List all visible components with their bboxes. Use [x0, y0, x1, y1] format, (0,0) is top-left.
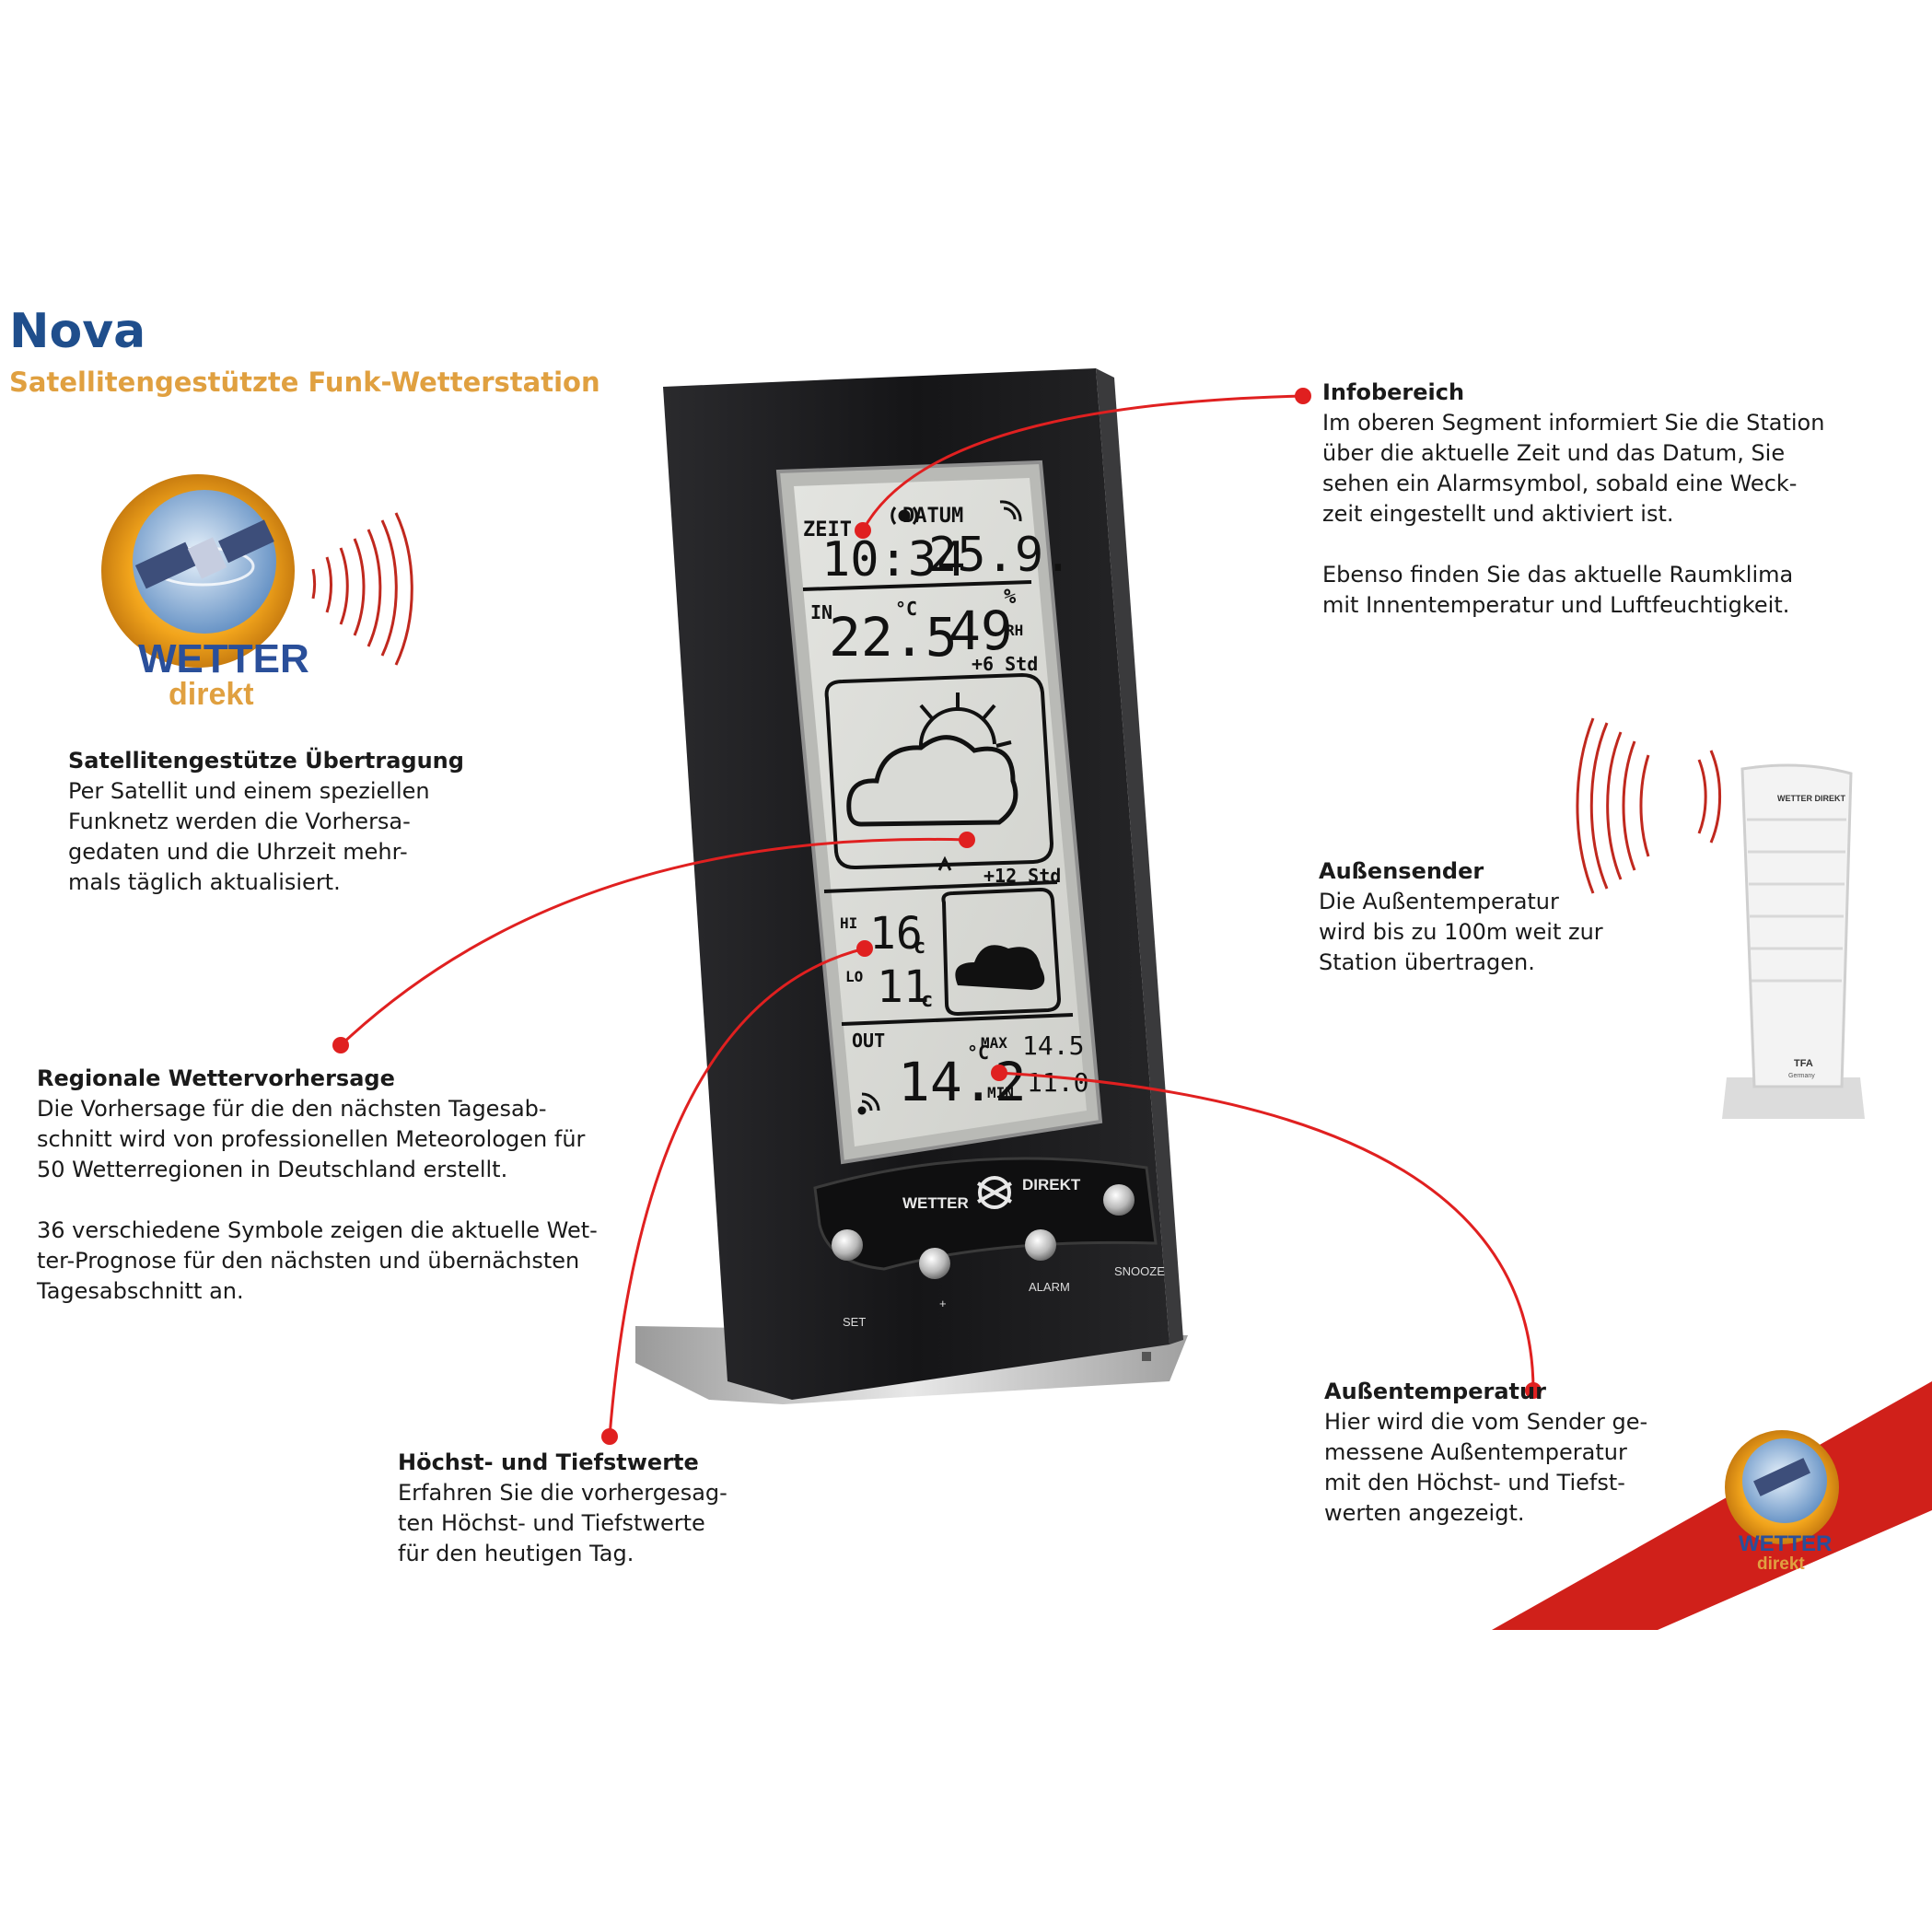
sensor-maker: TFA — [1794, 1058, 1813, 1069]
callout-satellit: Satellitengestütze Übertragung Per Satel… — [68, 746, 547, 898]
wetter-direkt-logo-small — [1725, 1430, 1839, 1544]
device-button-alarm[interactable] — [1025, 1229, 1056, 1261]
lcd-out-unit: °C — [967, 1042, 989, 1064]
lcd-datum-label: DATUM — [902, 505, 963, 528]
callout-aussensender: Außensender Die Außentemperatur wird bis… — [1319, 856, 1687, 978]
callout-regional-head: Regionale Wettervorhersage — [37, 1065, 395, 1091]
lcd-humidity: 49 — [949, 599, 1013, 662]
lcd-hi-unit: c — [914, 936, 925, 959]
callout-aussentemp-head: Außentemperatur — [1324, 1379, 1546, 1404]
lcd-rh: RH — [1006, 622, 1023, 639]
callout-aussentemp: Außentemperatur Hier wird die vom Sender… — [1324, 1377, 1711, 1529]
lcd-plus12: +12 Std — [983, 865, 1061, 887]
device-label-set: SET — [843, 1315, 866, 1329]
callout-hoechst-body: Erfahren Sie die vorhergesag- ten Höchst… — [398, 1480, 727, 1566]
device-button-panel — [813, 1157, 1158, 1271]
page-subtitle: Satellitengestützte Funk-Wetterstation — [9, 367, 600, 398]
lcd-out-label: OUT — [852, 1030, 885, 1052]
lcd-lo-value: 11 — [877, 961, 930, 1013]
callout-infobereich: Infobereich Im oberen Segment informiert… — [1322, 378, 1875, 621]
device-button-set[interactable] — [832, 1229, 863, 1261]
lcd-min-label: MIN — [987, 1084, 1014, 1101]
callout-satellit-head: Satellitengestütze Übertragung — [68, 748, 464, 774]
lcd-max-value: 14.5 — [1022, 1030, 1084, 1061]
lcd-min-value: 11.0 — [1027, 1067, 1088, 1098]
logo-small-line2: direkt — [1757, 1554, 1805, 1574]
logo-line2: direkt — [169, 677, 254, 712]
lcd-hi-label: HI — [840, 914, 857, 932]
device-button-snooze[interactable] — [1103, 1184, 1135, 1216]
lcd-in-temp: 22.5 — [829, 606, 958, 669]
callout-lines — [339, 394, 1535, 1437]
device-brand-right: DIREKT — [1022, 1176, 1081, 1193]
red-ribbon-decoration — [1492, 1381, 1932, 1630]
lcd-alarm-icon — [890, 506, 918, 525]
device-button-plus[interactable] — [919, 1248, 950, 1279]
logo-line1: WETTER — [138, 636, 309, 681]
lcd-plus6: +6 Std — [972, 653, 1038, 675]
lcd-max-label: MAX — [981, 1034, 1007, 1052]
page-title: Nova — [9, 304, 146, 359]
lcd-lo-label: LO — [845, 968, 863, 985]
device-brand-logo-icon — [977, 1176, 1012, 1209]
callout-regional: Regionale Wettervorhersage Die Vorhersag… — [37, 1064, 626, 1307]
callout-hoechst-head: Höchst- und Tiefstwerte — [398, 1449, 699, 1475]
lcd-radio-icon — [999, 500, 1022, 522]
callout-regional-body: Die Vorhersage für die den nächsten Tage… — [37, 1096, 598, 1304]
device-label-snooze: SNOOZE — [1114, 1264, 1165, 1278]
forecast-6h-sun-cloud-icon — [846, 692, 1018, 827]
lcd-lo-unit: c — [921, 989, 933, 1012]
device-label-alarm: ALARM — [1029, 1280, 1070, 1294]
callout-aussensender-head: Außensender — [1319, 858, 1484, 884]
lcd-pct: % — [1004, 586, 1017, 609]
wetter-direkt-logo — [101, 474, 295, 668]
lcd-hand-icon — [937, 855, 952, 871]
lcd-hi-value: 16 — [869, 908, 923, 960]
radio-waves-left-icon — [311, 512, 413, 666]
lcd-date: 25.9. — [928, 528, 1073, 583]
callout-hoechst: Höchst- und Tiefstwerte Erfahren Sie die… — [398, 1448, 785, 1569]
lcd-zeit-label: ZEIT — [803, 518, 852, 541]
forecast-6h-box — [824, 672, 1054, 870]
callout-infobereich-head: Infobereich — [1322, 379, 1465, 405]
outdoor-sensor: WETTER DIREKT TFA Germany — [1722, 763, 1865, 1119]
lcd-in-unit: °C — [895, 598, 917, 620]
callout-infobereich-body: Im oberen Segment informiert Sie die Sta… — [1322, 410, 1825, 618]
callout-aussensender-body: Die Außentemperatur wird bis zu 100m wei… — [1319, 889, 1603, 975]
callout-satellit-body: Per Satellit und einem speziellen Funkne… — [68, 778, 430, 895]
forecast-12h-box — [941, 887, 1062, 1017]
forecast-12h-moon-cloud-icon — [955, 930, 1045, 990]
lcd-in-label: IN — [810, 601, 832, 623]
device-label-plus: + — [939, 1297, 947, 1310]
satellite-icon — [134, 519, 274, 589]
sensor-brand: WETTER DIREKT — [1777, 794, 1845, 803]
callout-dots — [332, 388, 1542, 1445]
sensor-maker-sub: Germany — [1788, 1073, 1815, 1079]
lcd-out-temp: 14.2 — [898, 1051, 1027, 1113]
lcd-signal-icon — [857, 1092, 880, 1115]
device-brand-left: WETTER — [902, 1194, 969, 1212]
radio-waves-right-icon — [1576, 717, 1722, 894]
lcd-time: 10:34 — [821, 532, 966, 588]
callout-aussentemp-body: Hier wird die vom Sender ge- messene Auß… — [1324, 1409, 1648, 1526]
logo-small-line1: WETTER — [1739, 1531, 1832, 1556]
